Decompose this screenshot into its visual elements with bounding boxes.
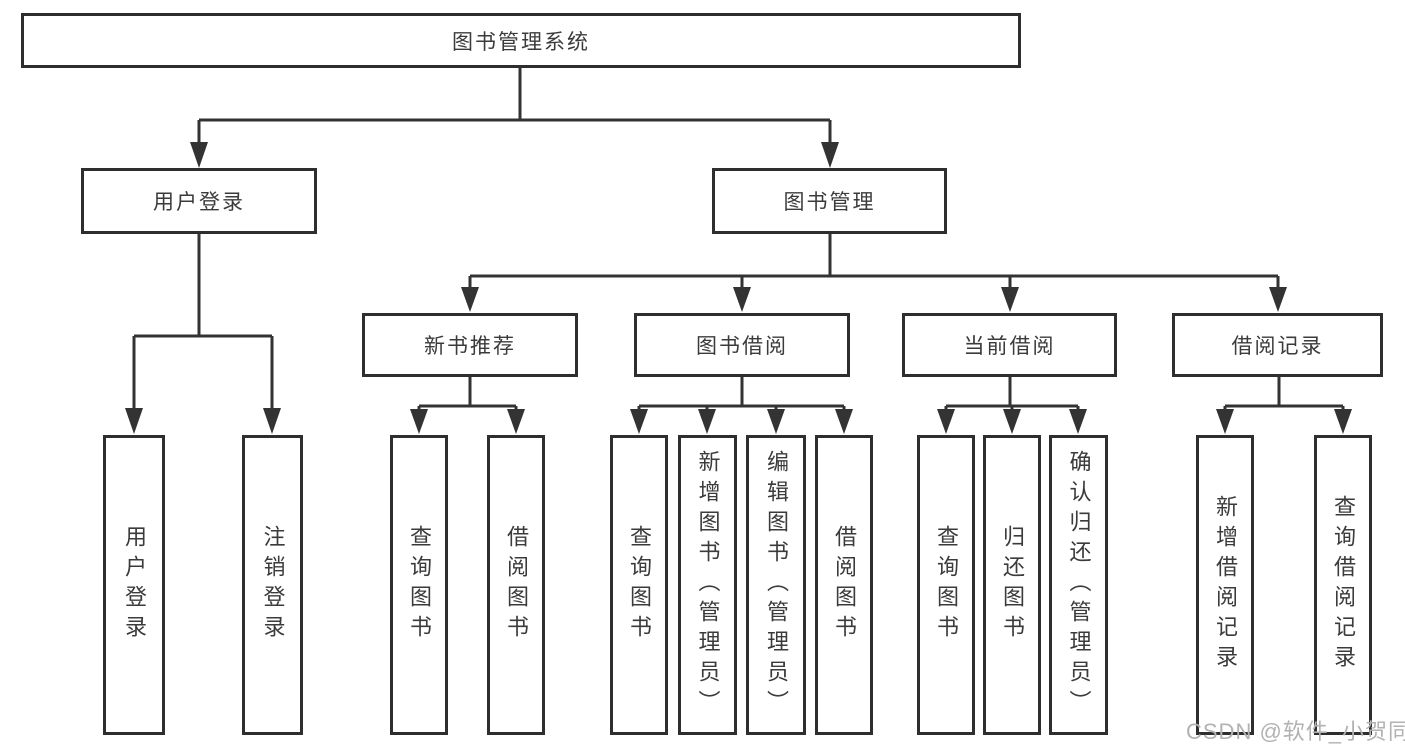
node-label: 用户登录	[122, 525, 147, 645]
node-label: 当前借阅	[963, 335, 1056, 358]
node-new-book-recommend: 新书推荐	[362, 313, 578, 377]
node-label: 查询借阅记录	[1331, 495, 1356, 675]
leaf-confirm-return-admin: 确认归还（管理员）	[1049, 435, 1108, 735]
node-label: 注销登录	[260, 525, 286, 645]
arrowheads	[125, 142, 1352, 434]
node-user-login: 用户登录	[81, 168, 317, 234]
node-label: 图书管理	[783, 191, 876, 214]
leaf-add-borrow-record: 新增借阅记录	[1196, 435, 1254, 735]
node-book-management: 图书管理	[712, 168, 947, 234]
node-label: 用户登录	[153, 191, 245, 214]
node-label: 借阅图书	[504, 525, 529, 645]
node-label: 编辑图书（管理员）	[764, 450, 789, 720]
leaf-query-borrow-record: 查询借阅记录	[1314, 435, 1372, 735]
node-borrow-records: 借阅记录	[1172, 313, 1383, 377]
node-label: 借阅图书	[832, 525, 857, 645]
node-book-borrowing: 图书借阅	[634, 313, 850, 377]
leaf-edit-books-admin: 编辑图书（管理员）	[746, 435, 806, 735]
leaf-borrow-books: 借阅图书	[815, 435, 873, 735]
leaf-logout: 注销登录	[242, 435, 303, 735]
node-label: 新书推荐	[424, 335, 516, 358]
node-label: 查询图书	[934, 525, 959, 645]
node-library-management-system: 图书管理系统	[21, 13, 1021, 68]
node-label: 新增借阅记录	[1213, 495, 1238, 675]
node-label: 图书管理系统	[452, 30, 590, 54]
leaf-add-books-admin: 新增图书（管理员）	[678, 435, 737, 735]
leaf-borrow-books-recommend: 借阅图书	[487, 435, 545, 735]
node-label: 新增图书（管理员）	[695, 450, 721, 720]
leaf-query-books-current: 查询图书	[917, 435, 975, 735]
leaf-user-login: 用户登录	[103, 435, 165, 735]
leaf-query-books-borrowing: 查询图书	[610, 435, 668, 735]
node-label: 查询图书	[407, 525, 432, 645]
leaf-query-books-recommend: 查询图书	[390, 435, 448, 735]
leaf-return-books: 归还图书	[983, 435, 1041, 735]
node-label: 图书借阅	[696, 335, 788, 358]
node-current-borrowing: 当前借阅	[902, 313, 1117, 377]
node-label: 借阅记录	[1231, 335, 1324, 358]
node-label: 查询图书	[627, 525, 652, 645]
watermark: CSDN @软件_小贺同学	[1186, 719, 1405, 744]
node-label: 确认归还（管理员）	[1066, 450, 1092, 720]
node-label: 归还图书	[1000, 525, 1025, 645]
